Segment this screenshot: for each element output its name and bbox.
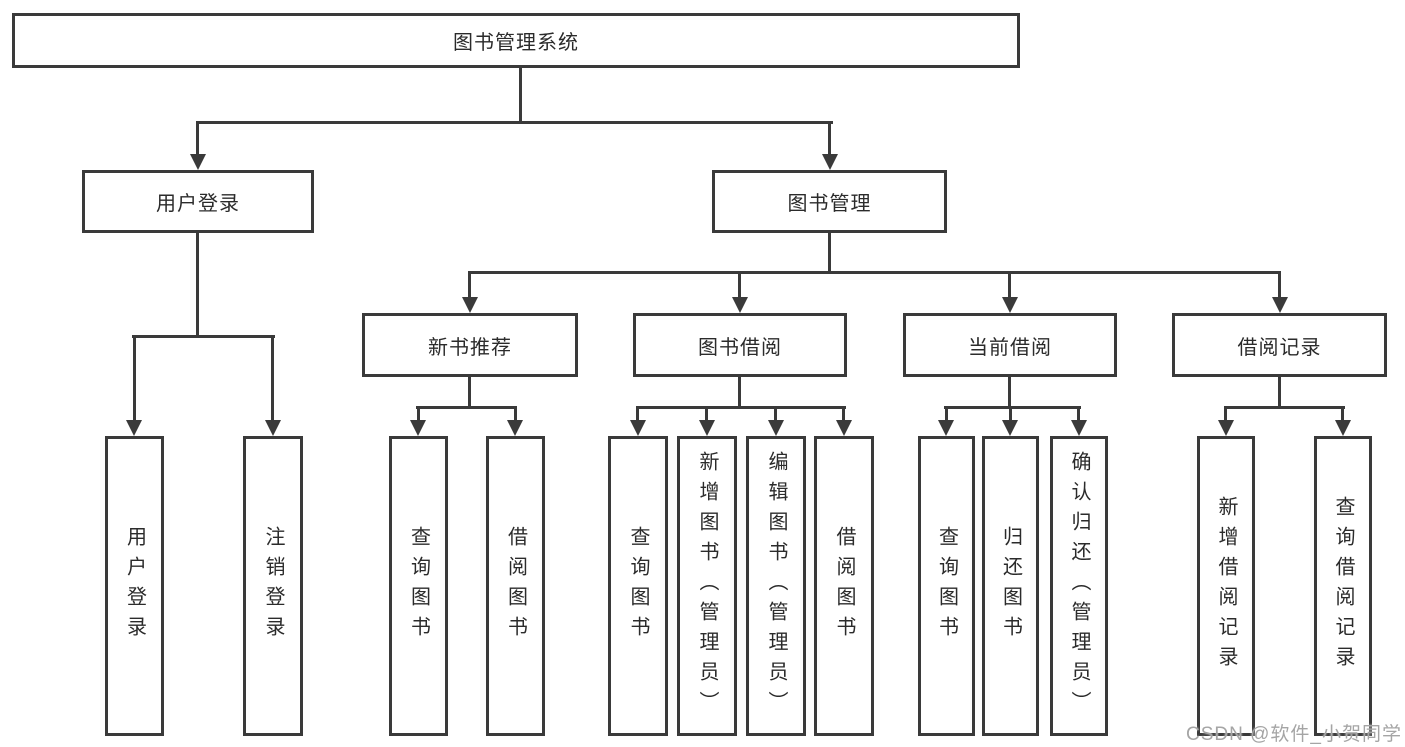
- node-label: 查询借阅记录: [1332, 496, 1354, 676]
- node-leaf-borrow-books: 借阅图书: [814, 436, 874, 736]
- node-label: 借阅记录: [1237, 336, 1322, 359]
- node-label: 借阅图书: [833, 526, 855, 646]
- node-leaf-confirm-return-admin: 确认归还（管理员）: [1050, 436, 1108, 736]
- connector-to-new-book-recommend: [468, 271, 471, 297]
- node-label: 图书管理系统: [453, 32, 579, 54]
- arrowhead-icon: [265, 420, 281, 436]
- connector-current-borrow-stem: [1008, 377, 1011, 406]
- node-book-management: 图书管理: [712, 170, 947, 233]
- arrowhead-icon: [630, 420, 646, 436]
- connector-user-login-branch: [132, 335, 275, 338]
- arrowhead-icon: [1272, 297, 1288, 313]
- arrowhead-icon: [938, 420, 954, 436]
- connector-leaf: [705, 406, 708, 420]
- node-current-borrow: 当前借阅: [903, 313, 1117, 377]
- node-leaf-query-borrow-record: 查询借阅记录: [1314, 436, 1372, 736]
- connector-to-user-login: [196, 121, 199, 154]
- arrowhead-icon: [836, 420, 852, 436]
- connector-leaf: [774, 406, 777, 420]
- arrowhead-icon: [1218, 420, 1234, 436]
- connector-to-current-borrow: [1008, 271, 1011, 297]
- arrowhead-icon: [126, 420, 142, 436]
- node-leaf-query-books: 查询图书: [389, 436, 448, 736]
- node-label: 查询图书: [407, 526, 430, 646]
- connector-leaf: [636, 406, 639, 420]
- node-label: 用户登录: [123, 526, 146, 646]
- node-leaf-add-borrow-record: 新增借阅记录: [1197, 436, 1255, 736]
- arrowhead-icon: [410, 420, 426, 436]
- arrowhead-icon: [699, 420, 715, 436]
- connector-leaf: [1077, 406, 1080, 420]
- node-label: 归还图书: [999, 526, 1022, 646]
- connector-leaf: [842, 406, 845, 420]
- node-leaf-query-books: 查询图书: [918, 436, 975, 736]
- node-label: 注销登录: [262, 526, 284, 646]
- connector-current-borrow-branch: [944, 406, 1081, 409]
- connector-to-logout: [271, 335, 274, 420]
- node-new-book-recommend: 新书推荐: [362, 313, 578, 377]
- node-leaf-edit-books-admin: 编辑图书（管理员）: [746, 436, 806, 736]
- node-leaf-return-books: 归还图书: [982, 436, 1039, 736]
- node-leaf-logout: 注销登录: [243, 436, 303, 736]
- connector-new-book-recommend-branch: [416, 406, 517, 409]
- node-label: 确认归还（管理员）: [1068, 451, 1090, 721]
- connector-leaf: [1341, 406, 1344, 420]
- connector-leaf: [417, 406, 420, 420]
- connector-to-login: [133, 335, 136, 420]
- arrowhead-icon: [1002, 297, 1018, 313]
- node-label: 查询图书: [627, 526, 649, 646]
- arrowhead-icon: [1335, 420, 1351, 436]
- connector-to-borrow-records: [1278, 271, 1281, 297]
- node-label: 新增图书（管理员）: [696, 451, 718, 721]
- node-label: 当前借阅: [968, 336, 1052, 359]
- arrowhead-icon: [822, 154, 838, 170]
- node-leaf-add-books-admin: 新增图书（管理员）: [677, 436, 737, 736]
- connector-book-borrow-stem: [738, 377, 741, 406]
- connector-borrow-records-branch: [1224, 406, 1345, 409]
- node-label: 新书推荐: [428, 336, 512, 359]
- arrowhead-icon: [190, 154, 206, 170]
- node-label: 图书借阅: [698, 336, 782, 359]
- connector-borrow-records-stem: [1278, 377, 1281, 406]
- csdn-watermark: CSDN @软件_小贺同学: [1186, 724, 1402, 745]
- node-label: 用户登录: [156, 193, 240, 215]
- connector-leaf: [1224, 406, 1227, 420]
- connector-new-book-recommend-stem: [468, 377, 471, 406]
- node-label: 编辑图书（管理员）: [765, 451, 787, 721]
- connector-leaf: [1009, 406, 1012, 420]
- node-book-borrow: 图书借阅: [633, 313, 847, 377]
- node-borrow-records: 借阅记录: [1172, 313, 1387, 377]
- node-label: 图书管理: [787, 193, 872, 215]
- connector-leaf: [514, 406, 517, 420]
- arrowhead-icon: [462, 297, 478, 313]
- arrowhead-icon: [1071, 420, 1087, 436]
- connector-to-book-management: [828, 121, 831, 154]
- connector-book-management-branch: [468, 271, 1281, 274]
- connector-root-stem: [519, 68, 522, 121]
- connector-book-borrow-branch: [636, 406, 846, 409]
- connector-to-book-borrow: [738, 271, 741, 297]
- connector-root-branch: [196, 121, 833, 124]
- arrowhead-icon: [1002, 420, 1018, 436]
- connector-book-management-stem: [828, 233, 831, 271]
- node-leaf-query-books: 查询图书: [608, 436, 668, 736]
- arrowhead-icon: [507, 420, 523, 436]
- node-leaf-user-login: 用户登录: [105, 436, 164, 736]
- connector-leaf: [945, 406, 948, 420]
- node-user-login: 用户登录: [82, 170, 314, 233]
- node-leaf-borrow-books: 借阅图书: [486, 436, 545, 736]
- arrowhead-icon: [732, 297, 748, 313]
- arrowhead-icon: [768, 420, 784, 436]
- node-label: 新增借阅记录: [1215, 496, 1237, 676]
- node-label: 借阅图书: [504, 526, 527, 646]
- node-library-management-system: 图书管理系统: [12, 13, 1020, 68]
- connector-user-login-stem: [196, 233, 199, 335]
- node-label: 查询图书: [935, 526, 958, 646]
